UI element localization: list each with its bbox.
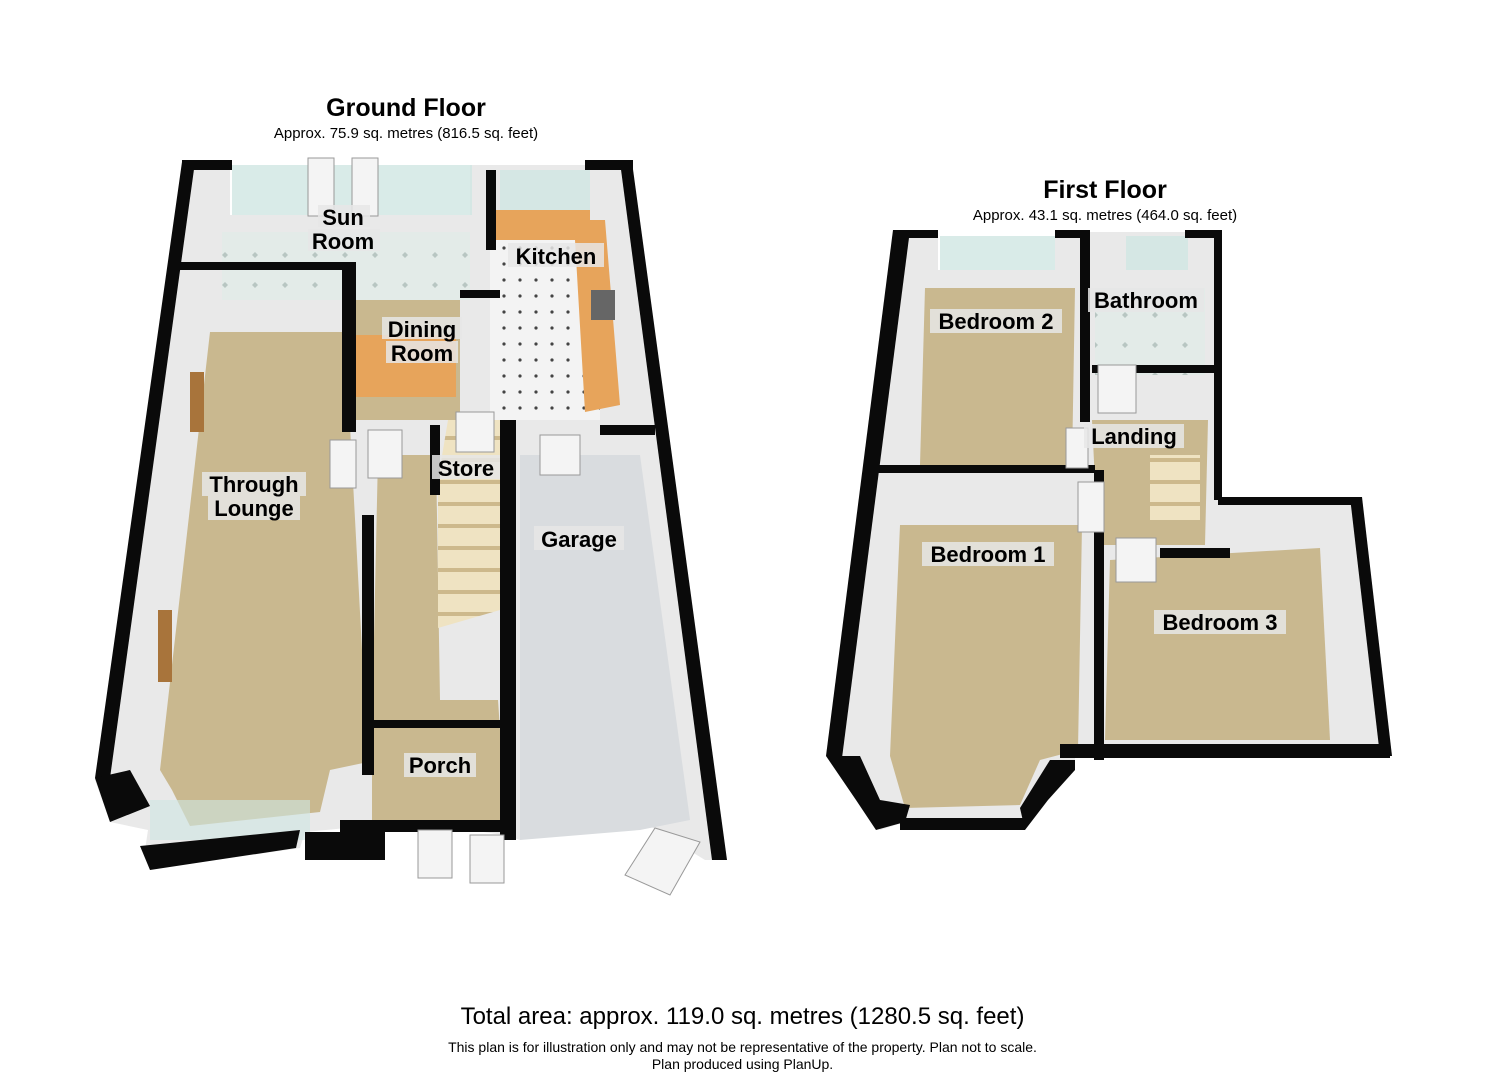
bedroom3-floor bbox=[1105, 548, 1330, 740]
first-floor-walls bbox=[826, 230, 1392, 830]
ground-floor-doors bbox=[307, 157, 701, 896]
ground-floor-plan bbox=[95, 157, 727, 896]
first-floor-area: Approx. 43.1 sq. metres (464.0 sq. feet) bbox=[972, 207, 1238, 224]
lounge-floor bbox=[160, 332, 368, 826]
label-sun-room-1: Sun bbox=[322, 205, 364, 230]
kitchen-window bbox=[500, 170, 590, 210]
label-porch: Porch bbox=[409, 753, 471, 778]
fireplace-icon-2 bbox=[158, 610, 172, 682]
first-stairs bbox=[1150, 455, 1200, 520]
room-labels: Sun Room Kitchen Dining Room Through Lou… bbox=[202, 205, 1286, 778]
label-landing: Landing bbox=[1091, 424, 1177, 449]
floor-plan: Sun Room Kitchen Dining Room Through Lou… bbox=[95, 157, 1392, 896]
garage-floor bbox=[520, 455, 690, 840]
hall-floor bbox=[372, 455, 500, 730]
kitchen-floor bbox=[490, 225, 600, 420]
credit: Plan produced using PlanUp. bbox=[651, 1056, 834, 1072]
total-area: Total area: approx. 119.0 sq. metres (12… bbox=[460, 1003, 1025, 1030]
bedroom1-floor bbox=[890, 525, 1082, 808]
first-floor-doors bbox=[1065, 364, 1157, 583]
first-floor-plan bbox=[826, 230, 1392, 830]
label-kitchen: Kitchen bbox=[516, 244, 597, 269]
ground-floor-area: Approx. 75.9 sq. metres (816.5 sq. feet) bbox=[273, 125, 539, 142]
label-bathroom: Bathroom bbox=[1094, 288, 1198, 313]
kitchen-hob bbox=[591, 290, 615, 320]
label-dining-2: Room bbox=[391, 341, 453, 366]
fireplace-icon bbox=[190, 372, 204, 432]
bedroom2-window bbox=[940, 236, 1055, 270]
label-bedroom2: Bedroom 2 bbox=[939, 309, 1054, 334]
label-lounge-2: Lounge bbox=[214, 496, 293, 521]
label-lounge-1: Through bbox=[209, 472, 298, 497]
ground-floor-walls bbox=[95, 160, 727, 870]
disclaimer: This plan is for illustration only and m… bbox=[448, 1039, 1037, 1055]
label-bedroom1: Bedroom 1 bbox=[931, 542, 1046, 567]
label-dining-1: Dining bbox=[388, 317, 456, 342]
bathroom-window bbox=[1126, 236, 1188, 270]
label-garage: Garage bbox=[541, 527, 617, 552]
label-sun-room-2: Room bbox=[312, 229, 374, 254]
first-floor-title: First Floor bbox=[1043, 176, 1167, 204]
label-store: Store bbox=[438, 456, 494, 481]
label-bedroom3: Bedroom 3 bbox=[1163, 610, 1278, 635]
ground-floor-title: Ground Floor bbox=[326, 94, 486, 122]
